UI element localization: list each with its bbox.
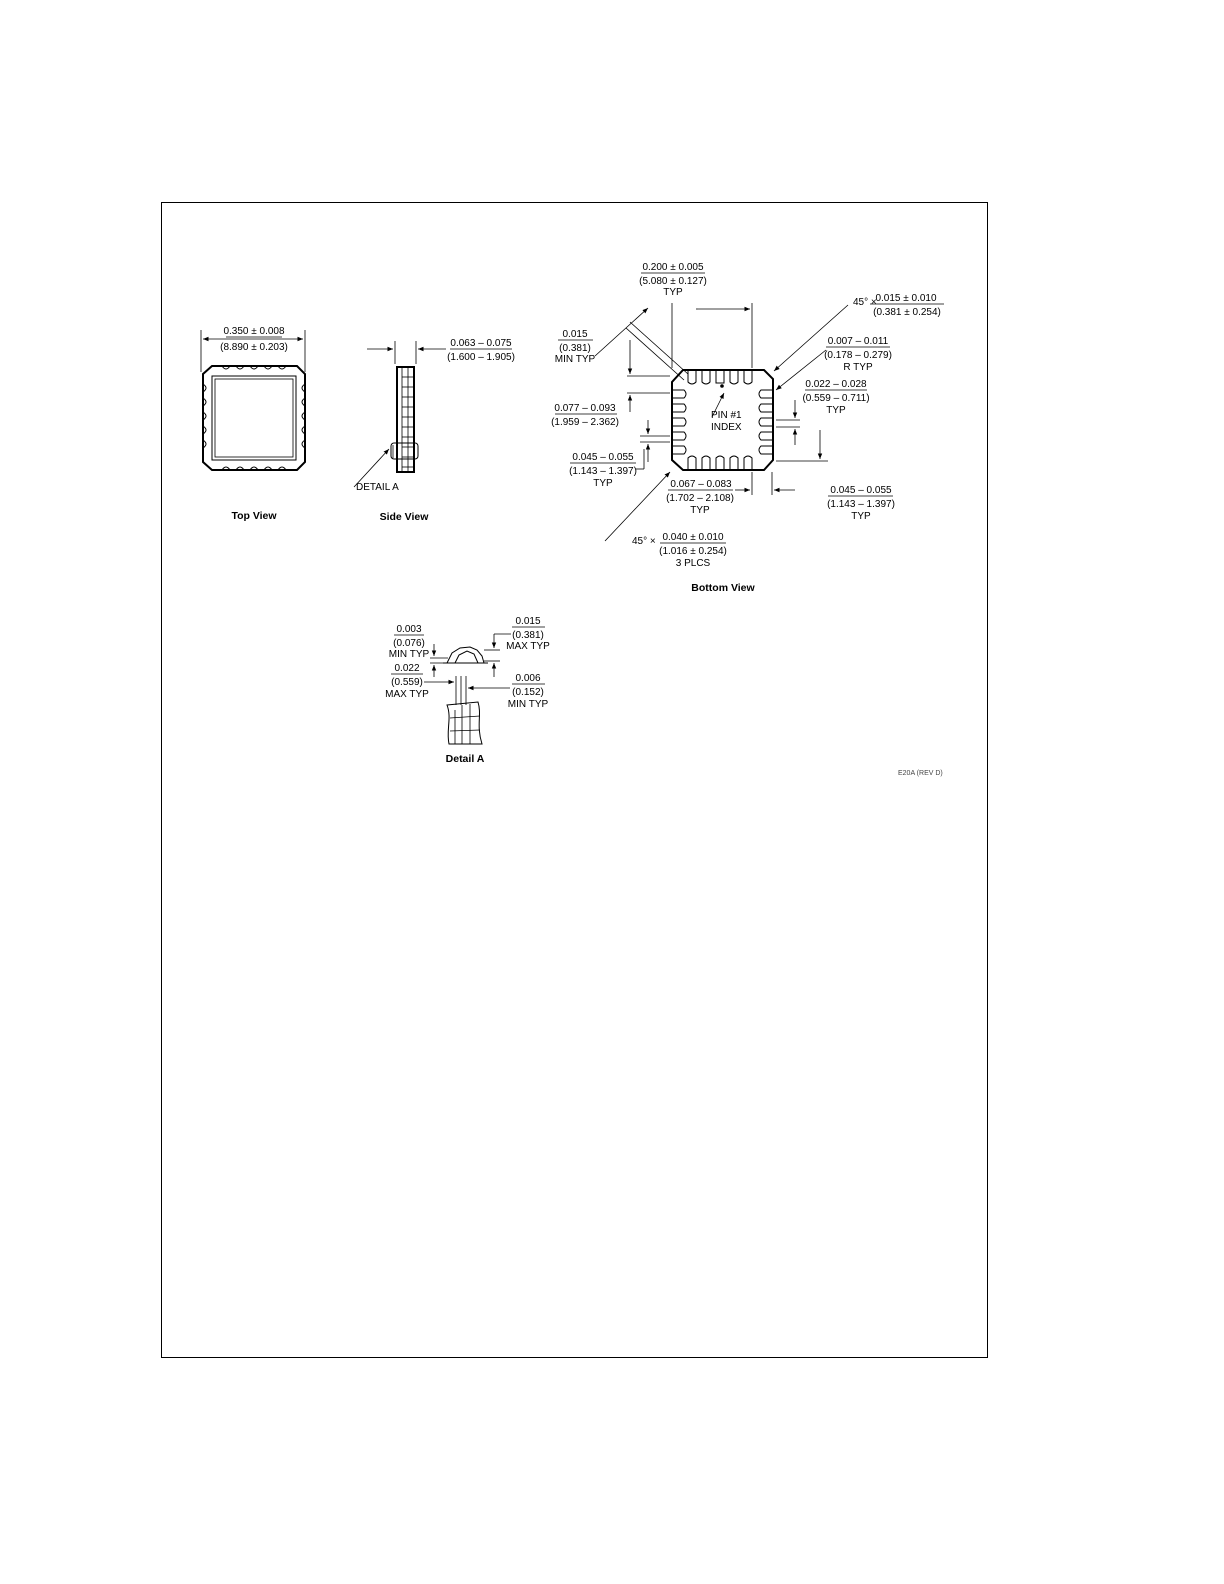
side-height-mm: (1.600 – 1.905): [447, 352, 515, 363]
detail-b-note: MAX TYP: [506, 641, 550, 652]
detail-a-title: Detail A: [446, 753, 485, 765]
chamfer-in: 0.015 ± 0.010: [875, 293, 937, 304]
bottom-pads: [672, 370, 773, 470]
pad-len-in: 0.077 – 0.093: [554, 403, 616, 414]
revision-label: E20A (REV D): [898, 770, 943, 777]
detail-c-mm: (0.559): [391, 677, 423, 688]
detail-d-note: MIN TYP: [508, 699, 549, 710]
detail-d-in: 0.006: [515, 673, 540, 684]
pin-index-line1: PIN #1: [711, 410, 742, 421]
top-view: 0.350 ± 0.008 (8.890 ± 0.203) Top View: [200, 326, 306, 522]
chamfer-prefix: 45° ×: [853, 297, 877, 308]
pitch-mm: (5.080 ± 0.127): [639, 276, 707, 287]
pad-width-mm: (0.559 – 0.711): [802, 393, 869, 404]
pitch-right-mm: (1.143 – 1.397): [827, 499, 895, 510]
side-height-in: 0.063 – 0.075: [450, 338, 512, 349]
chamfer-mm: (0.381 ± 0.254): [873, 307, 941, 318]
pitch-side-note: TYP: [593, 478, 613, 489]
detail-c-note: MAX TYP: [385, 689, 429, 700]
drawing-frame: [161, 202, 988, 1358]
pad-len-mm: (1.959 – 2.362): [551, 417, 619, 428]
radius-mm: (0.178 – 0.279): [824, 350, 892, 361]
radius-in: 0.007 – 0.011: [828, 336, 889, 347]
top-castellations: [202, 365, 306, 471]
pitch-right-in: 0.045 – 0.055: [830, 485, 892, 496]
min-in: 0.015: [562, 329, 587, 340]
index-chamfer-mm: (1.016 ± 0.254): [659, 546, 727, 557]
detail-b-in: 0.015: [515, 616, 540, 627]
detail-d-mm: (0.152): [512, 687, 544, 698]
side-view: 0.063 – 0.075 (1.600 – 1.905) DETAIL A S…: [353, 338, 515, 523]
min-note: MIN TYP: [555, 354, 596, 365]
corner-pad-note: TYP: [690, 505, 710, 516]
side-detail-callout: DETAIL A: [356, 482, 399, 493]
pin-index-line2: INDEX: [711, 422, 742, 433]
corner-pad-in: 0.067 – 0.083: [670, 479, 732, 490]
bottom-view-title: Bottom View: [691, 582, 755, 594]
index-chamfer-note: 3 PLCS: [676, 558, 711, 569]
pitch-right-note: TYP: [851, 511, 871, 522]
top-view-title: Top View: [231, 510, 277, 522]
detail-a-in: 0.003: [396, 624, 421, 635]
detail-a-mm: (0.076): [393, 638, 425, 649]
corner-pad-mm: (1.702 – 2.108): [666, 493, 734, 504]
detail-a: 0.003 (0.076) MIN TYP 0.015 (0.381) MAX …: [385, 616, 550, 765]
pitch-side-mm: (1.143 – 1.397): [569, 466, 637, 477]
pitch-side-in: 0.045 – 0.055: [572, 452, 634, 463]
pitch-note: TYP: [663, 287, 683, 298]
index-chamfer-prefix: 45° ×: [632, 536, 656, 547]
min-mm: (0.381): [559, 343, 591, 354]
side-castellation-cells: [402, 367, 414, 472]
radius-note: R TYP: [843, 362, 873, 373]
bottom-view: 0.200 ± 0.005 (5.080 ± 0.127) TYP 45° × …: [551, 262, 944, 594]
side-view-title: Side View: [380, 511, 430, 523]
pitch-in: 0.200 ± 0.005: [642, 262, 704, 273]
detail-c-in: 0.022: [394, 663, 419, 674]
detail-b-mm: (0.381): [512, 630, 544, 641]
detail-a-note: MIN TYP: [389, 649, 430, 660]
index-chamfer-in: 0.040 ± 0.010: [662, 532, 724, 543]
top-width-mm: (8.890 ± 0.203): [220, 342, 288, 353]
top-width-in: 0.350 ± 0.008: [223, 326, 285, 337]
pad-width-note: TYP: [826, 405, 846, 416]
pad-width-in: 0.022 – 0.028: [805, 379, 867, 390]
